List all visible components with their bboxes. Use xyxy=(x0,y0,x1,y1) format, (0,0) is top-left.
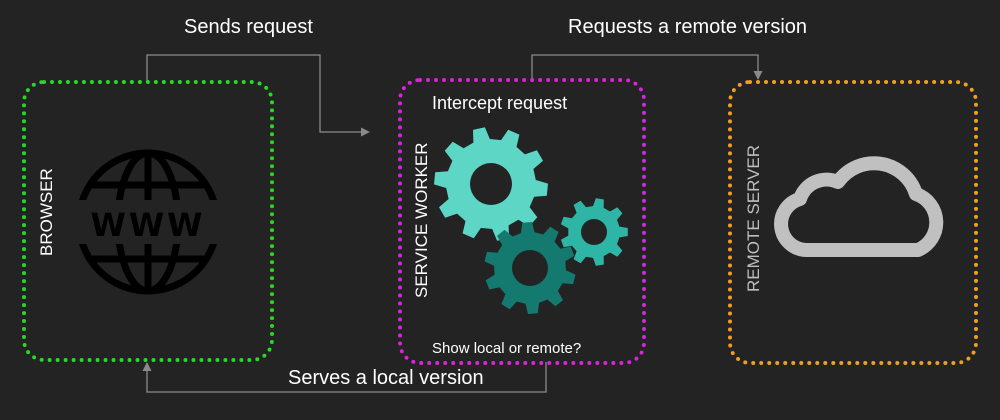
service-worker-box xyxy=(398,78,646,365)
intercept-request-label: Intercept request xyxy=(432,93,568,113)
sends-request-arrowhead xyxy=(361,127,370,137)
requests-remote-arrowhead xyxy=(753,71,763,80)
browser-box xyxy=(22,80,274,362)
show-local-or-remote-label: Show local or remote? xyxy=(432,340,582,357)
sends-request-arrow xyxy=(146,54,362,133)
serves-local-arrowhead xyxy=(142,362,152,371)
requests-remote-label: Requests a remote version xyxy=(568,16,808,38)
serves-local-arrow xyxy=(146,362,547,393)
serves-local-label: Serves a local version xyxy=(288,367,484,389)
requests-remote-arrow xyxy=(531,54,759,82)
www-text: WWW xyxy=(91,206,206,244)
sends-request-label: Sends request xyxy=(184,16,313,38)
gear-large-hole xyxy=(470,163,512,205)
remote-server-box xyxy=(728,80,978,365)
gear-medium-hole xyxy=(512,250,548,286)
gear-small-hole xyxy=(581,219,607,245)
